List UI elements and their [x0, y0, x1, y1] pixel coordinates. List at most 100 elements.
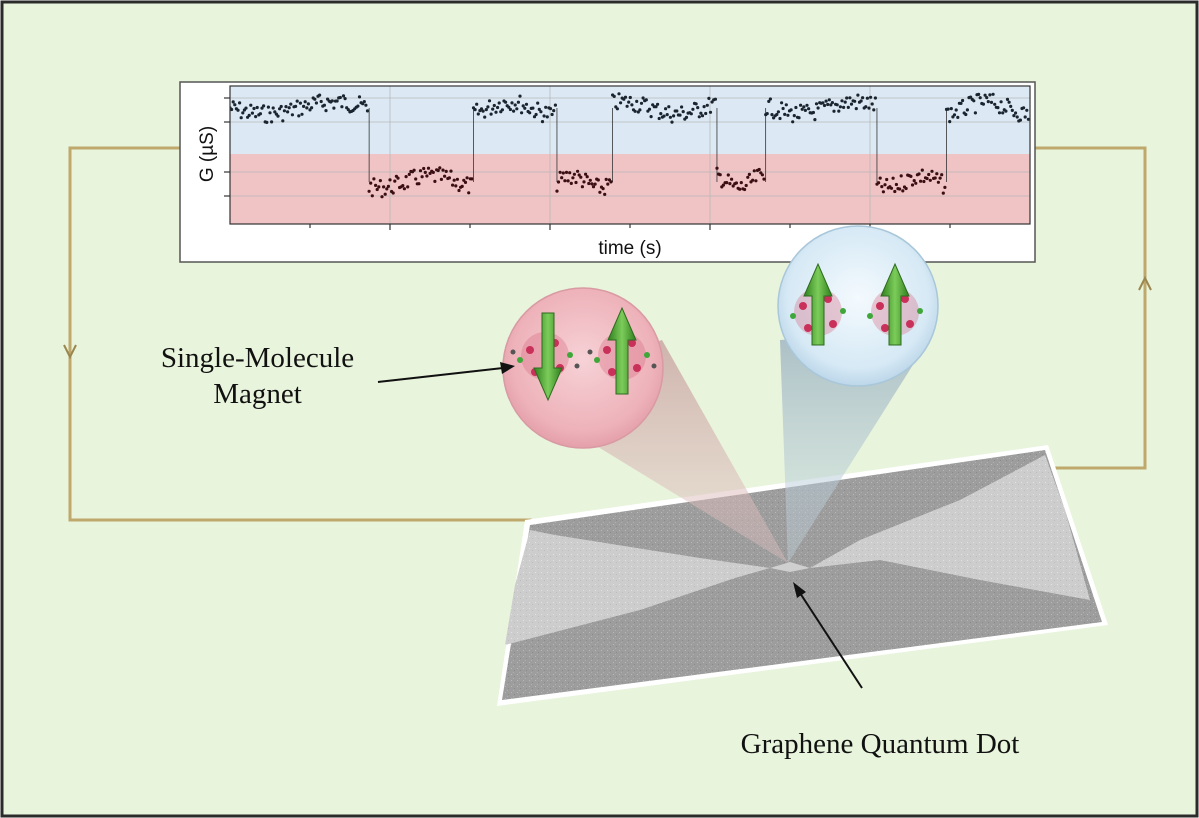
trace-point: [885, 177, 889, 182]
trace-point: [1022, 106, 1026, 110]
trace-point: [752, 169, 756, 173]
trace-point: [1009, 104, 1013, 108]
trace-point: [343, 97, 347, 101]
spin-down-arrow: [533, 312, 563, 402]
trace-point: [776, 110, 781, 114]
trace-point: [754, 179, 758, 183]
trace-point: [479, 107, 484, 111]
smm-pointer-arrow: [377, 362, 515, 383]
trace-point: [258, 112, 262, 116]
trace-point: [780, 101, 784, 105]
trace-point: [579, 175, 583, 179]
trace-point: [260, 106, 264, 110]
trace-point: [428, 171, 432, 175]
trace-point: [904, 186, 908, 191]
trace-point: [843, 100, 847, 104]
trace-point: [370, 194, 374, 198]
trace-point: [532, 115, 537, 119]
trace-point: [840, 99, 844, 103]
left-electrode: [505, 530, 770, 645]
trace-point: [375, 187, 379, 192]
trace-point: [560, 176, 564, 180]
trace-point: [948, 120, 952, 124]
trace-point: [1026, 117, 1030, 121]
trace-point: [880, 185, 884, 189]
trace-point: [574, 180, 578, 185]
trace-point: [961, 98, 965, 103]
trace-point: [665, 113, 669, 117]
trace-point: [914, 181, 918, 185]
trace-point: [816, 106, 820, 110]
trace-point: [999, 100, 1003, 104]
trace-point: [846, 105, 850, 109]
trace-point: [382, 185, 386, 189]
trace-point: [580, 185, 585, 189]
trace-point: [577, 173, 581, 177]
trace-point: [751, 178, 755, 182]
trace-point: [473, 108, 477, 112]
trace-point: [491, 107, 495, 111]
trace-point: [678, 113, 682, 117]
trace-point: [239, 116, 243, 120]
trace-point: [563, 179, 567, 183]
trace-point: [484, 108, 488, 112]
trace-point: [369, 181, 373, 185]
trace-point: [523, 106, 527, 110]
trace-point: [705, 103, 709, 107]
trace-point: [335, 99, 339, 103]
trace-point: [367, 189, 371, 193]
trace-point: [447, 176, 451, 180]
trace-point: [694, 102, 698, 106]
trace-point: [313, 97, 317, 101]
trace-point: [704, 111, 708, 116]
trace-point: [319, 99, 323, 104]
trace-point: [511, 109, 516, 113]
trace-point: [909, 174, 913, 178]
parallel-spin-lens: [777, 225, 939, 387]
trace-point: [664, 107, 668, 111]
trace-point: [854, 107, 858, 111]
trace-point: [899, 174, 903, 178]
trace-point: [534, 112, 538, 117]
antiparallel-spin-lens: [502, 287, 664, 449]
trace-point: [872, 108, 876, 112]
trace-point: [566, 179, 570, 183]
trace-point: [707, 96, 711, 100]
trace-point: [278, 107, 282, 111]
trace-point: [340, 105, 344, 109]
trace-point: [377, 185, 381, 189]
trace-point: [786, 113, 790, 117]
trace-point: [576, 169, 580, 173]
trace-point: [894, 182, 899, 187]
trace-point: [266, 105, 270, 109]
trace-point: [738, 187, 742, 191]
trace-point: [791, 120, 795, 124]
trace-point: [633, 109, 637, 113]
trace-point: [765, 112, 769, 116]
trace-point: [954, 108, 958, 112]
trace-point: [941, 191, 945, 195]
trace-point: [422, 166, 426, 171]
trace-point: [827, 98, 831, 102]
trace-point: [856, 93, 860, 97]
trace-point: [778, 116, 782, 121]
trace-point: [675, 109, 679, 113]
trace-point: [743, 187, 747, 192]
trace-point: [507, 105, 511, 109]
trace-point: [587, 181, 591, 186]
trace-point: [423, 170, 427, 174]
trace-point: [989, 100, 994, 104]
trace-point: [919, 179, 923, 183]
trace-point: [964, 112, 968, 117]
trace-point: [935, 172, 939, 176]
trace-point: [454, 184, 458, 188]
trace-point: [555, 189, 559, 193]
trace-point: [794, 105, 798, 110]
trace-point: [1023, 115, 1027, 119]
trace-point: [465, 176, 469, 180]
trace-point: [386, 184, 390, 188]
trace-point: [837, 109, 841, 113]
trace-point: [582, 180, 586, 184]
trace-point: [869, 95, 873, 99]
trace-point: [822, 103, 827, 108]
